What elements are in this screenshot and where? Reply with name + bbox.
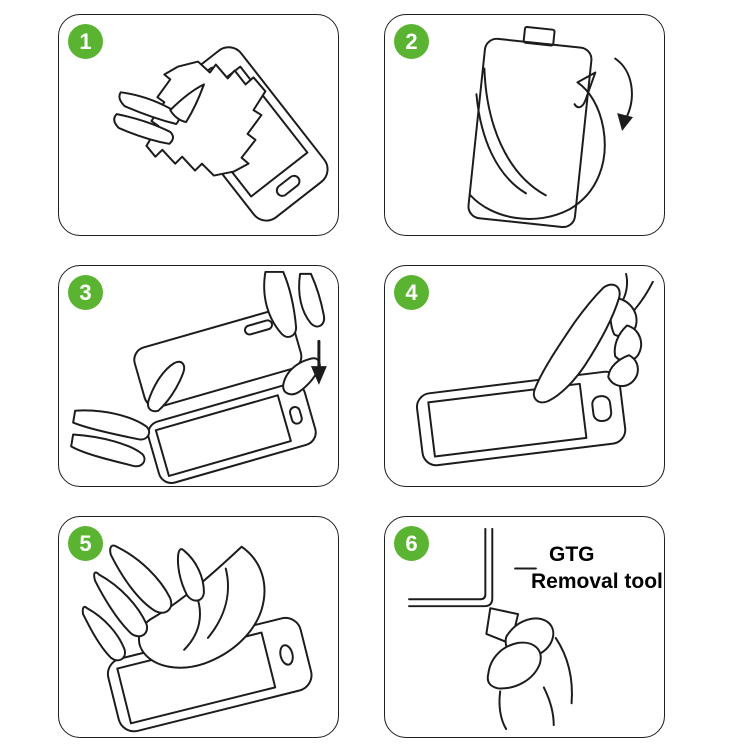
step-2-panel: 2 [384, 14, 665, 236]
step-4-number: 4 [405, 279, 418, 305]
pressing-hand [532, 272, 654, 404]
align-glass-illustration [70, 270, 327, 484]
removal-tool-illustration [408, 527, 573, 731]
curved-down-arrow [614, 57, 634, 131]
instruction-grid: 1 2 [58, 14, 750, 738]
wipe-screen-illustration [113, 46, 329, 222]
hand [113, 83, 205, 145]
step-1-badge: 1 [68, 24, 103, 59]
step-6-badge: 6 [394, 526, 429, 561]
step-5-number: 5 [79, 530, 92, 556]
right-hand-fingers [263, 270, 326, 396]
step-1-panel: 1 [58, 14, 339, 236]
glass-corner [408, 527, 494, 608]
step-2-badge: 2 [394, 24, 429, 59]
step-5-badge: 5 [68, 526, 103, 561]
press-screen-illustration [415, 272, 654, 467]
step-6-panel: 6 GTG Removal tool [384, 516, 665, 738]
down-arrow [310, 339, 327, 385]
removal-tool-label: GTG Removal tool [531, 541, 663, 596]
step-2-number: 2 [405, 28, 418, 54]
step-1-number: 1 [79, 28, 92, 54]
step-6-number: 6 [405, 530, 418, 556]
peel-film-illustration [467, 26, 634, 229]
removal-tool-label-line2: Removal tool [531, 570, 663, 594]
glass-protector [133, 308, 303, 409]
step-3-badge: 3 [68, 275, 103, 310]
step-3-panel: 3 [58, 265, 339, 487]
cleaning-cloth [145, 60, 267, 177]
step-4-panel: 4 [384, 265, 665, 487]
smooth-cloth-illustration [81, 544, 313, 733]
holding-hand [486, 617, 573, 731]
left-hand-fingers [70, 360, 186, 468]
phone-outline [415, 370, 627, 467]
step-3-number: 3 [79, 279, 92, 305]
index-finger [532, 283, 621, 404]
removal-tool-label-line1: GTG [549, 543, 595, 566]
step-4-badge: 4 [394, 275, 429, 310]
protector-sheet [467, 26, 593, 229]
step-5-panel: 5 [58, 516, 339, 738]
peeling-layer [469, 67, 606, 220]
phone-outline [147, 382, 317, 484]
pressing-hand [81, 544, 205, 662]
